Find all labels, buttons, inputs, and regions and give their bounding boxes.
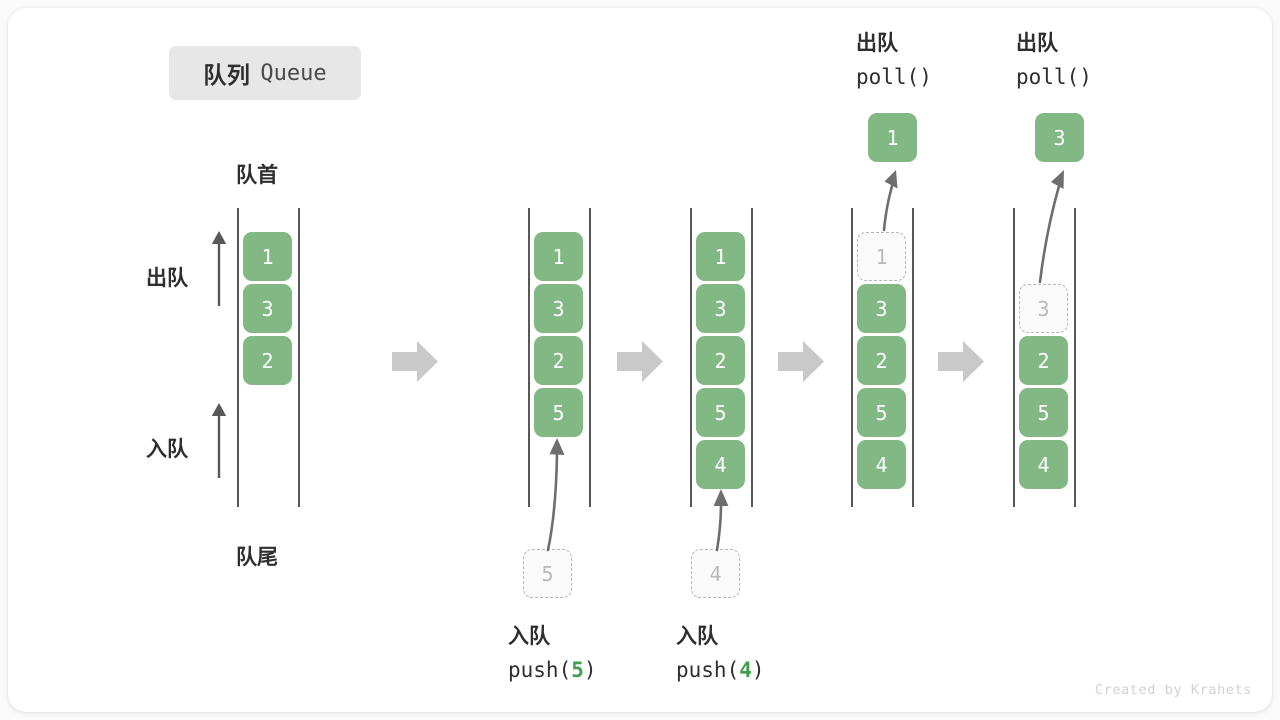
queue-tail-label: 队尾 (236, 546, 278, 569)
flow-arrow-icon-1 (392, 341, 438, 382)
polled-value-box-2: 3 (1035, 113, 1084, 162)
diagram-title-en: Queue (260, 60, 327, 86)
poll-arrow-icon-1 (882, 170, 898, 232)
queue-rail-left-4 (851, 208, 853, 507)
push-caption-1: 入队 push(5) (508, 621, 597, 686)
push-ghost-cell-1: 5 (523, 549, 572, 598)
queue-rail-right-1 (298, 208, 300, 507)
poll-caption-2: 出队 poll() (1016, 28, 1092, 93)
push-caption-cn-1: 入队 (508, 625, 550, 648)
queue-cell: 1 (534, 232, 583, 281)
poll-caption-code-1: poll() (856, 64, 932, 89)
poll-caption-cn-2: 出队 (1016, 32, 1058, 55)
queue-cell: 3 (534, 284, 583, 333)
queue-cell: 3 (696, 284, 745, 333)
poll-arrow-icon-2 (1038, 170, 1064, 284)
queue-cell: 4 (857, 440, 906, 489)
queue-cell: 2 (857, 336, 906, 385)
poll-ghost-cell-2: 3 (1019, 284, 1068, 333)
queue-cell: 5 (857, 388, 906, 437)
queue-cell: 3 (857, 284, 906, 333)
enqueue-direction-arrow-icon (211, 403, 227, 478)
push-ghost-cell-2: 4 (691, 549, 740, 598)
queue-cell: 4 (1019, 440, 1068, 489)
flow-arrow-icon-2 (617, 341, 663, 382)
queue-rail-right-4 (912, 208, 914, 507)
push-caption-code-1: push(5) (508, 657, 597, 682)
dequeue-direction-label: 出队 (146, 267, 188, 290)
queue-cell: 5 (696, 388, 745, 437)
watermark-credit: Created by Krahets (1094, 682, 1252, 698)
poll-ghost-cell-1: 1 (857, 232, 906, 281)
dequeue-direction-arrow-icon (211, 231, 227, 306)
queue-cell: 2 (1019, 336, 1068, 385)
push-arrow-icon-1 (546, 438, 565, 552)
queue-rail-left-1 (237, 208, 239, 507)
queue-cell: 1 (696, 232, 745, 281)
queue-rail-right-2 (589, 208, 591, 507)
push-caption-2: 入队 push(4) (676, 621, 765, 686)
queue-cell: 2 (534, 336, 583, 385)
queue-cell: 2 (696, 336, 745, 385)
queue-rail-right-3 (751, 208, 753, 507)
flow-arrow-icon-3 (778, 341, 824, 382)
queue-head-label: 队首 (236, 164, 278, 187)
queue-rail-left-5 (1013, 208, 1015, 507)
queue-cell: 5 (1019, 388, 1068, 437)
queue-rail-right-5 (1074, 208, 1076, 507)
poll-caption-1: 出队 poll() (856, 28, 932, 93)
push-arrow-icon-2 (713, 489, 729, 552)
queue-rail-left-3 (690, 208, 692, 507)
enqueue-direction-label: 入队 (146, 438, 188, 461)
flow-arrow-icon-4 (938, 341, 984, 382)
poll-caption-cn-1: 出队 (856, 32, 898, 55)
push-caption-code-2: push(4) (676, 657, 765, 682)
polled-value-box-1: 1 (868, 113, 917, 162)
queue-cell: 1 (243, 232, 292, 281)
queue-cell: 5 (534, 388, 583, 437)
queue-cell: 4 (696, 440, 745, 489)
queue-rail-left-2 (528, 208, 530, 507)
queue-cell: 2 (243, 336, 292, 385)
diagram-title-cn: 队列 (203, 62, 251, 88)
poll-caption-code-2: poll() (1016, 64, 1092, 89)
push-caption-cn-2: 入队 (676, 625, 718, 648)
queue-cell: 3 (243, 284, 292, 333)
diagram-title-badge: 队列 Queue (169, 46, 361, 100)
